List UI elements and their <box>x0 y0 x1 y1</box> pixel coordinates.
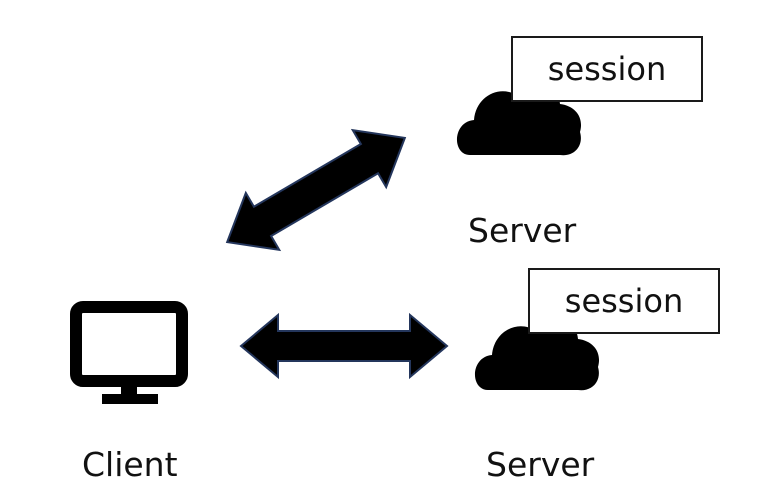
server-label-top: Server <box>468 211 577 250</box>
client-label: Client <box>82 445 178 484</box>
diagonal-double-arrow <box>225 128 407 252</box>
session-box-bottom: session <box>528 268 720 334</box>
session-label: session <box>564 282 684 320</box>
session-label: session <box>547 50 667 88</box>
session-box-top: session <box>511 36 703 102</box>
server-label-bottom: Server <box>486 445 595 484</box>
cloud-icon <box>474 319 600 391</box>
horizontal-double-arrow <box>239 312 449 380</box>
monitor-icon <box>70 301 188 404</box>
